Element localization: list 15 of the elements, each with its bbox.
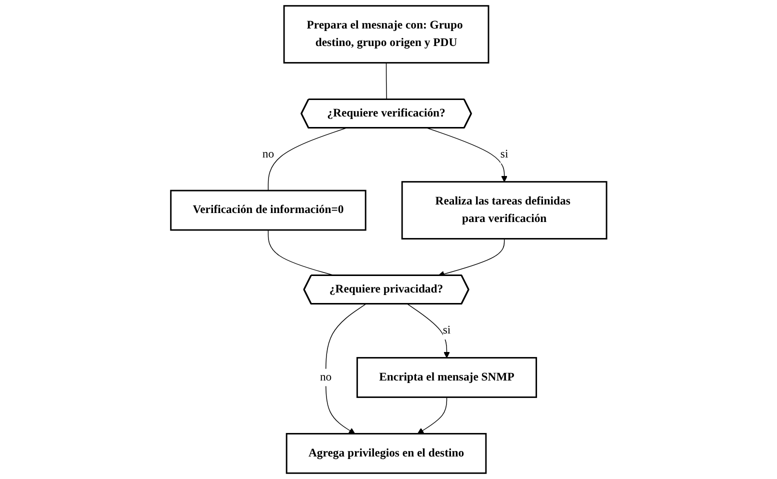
edge-label: si (442, 324, 450, 337)
node-box: Verificación de información=0 (170, 190, 366, 231)
edge-label: no (320, 370, 332, 384)
connector (268, 128, 346, 191)
arrow (406, 304, 450, 358)
connector (386, 62, 387, 100)
node-box: Realiza las tareas definidas para verificación (401, 181, 608, 240)
node-box: Prepara el mesnaje con: Grupo destino, grupo origen y PDU (283, 5, 490, 64)
arrow (426, 128, 508, 182)
arrow (417, 396, 447, 434)
edge-label: si (500, 148, 508, 161)
node-box: Encripta el mensaje SNMP (356, 357, 537, 398)
node-box: Agrega privilegios en el destino (286, 432, 486, 474)
arrow (325, 304, 366, 434)
edge-label: no (262, 148, 274, 161)
